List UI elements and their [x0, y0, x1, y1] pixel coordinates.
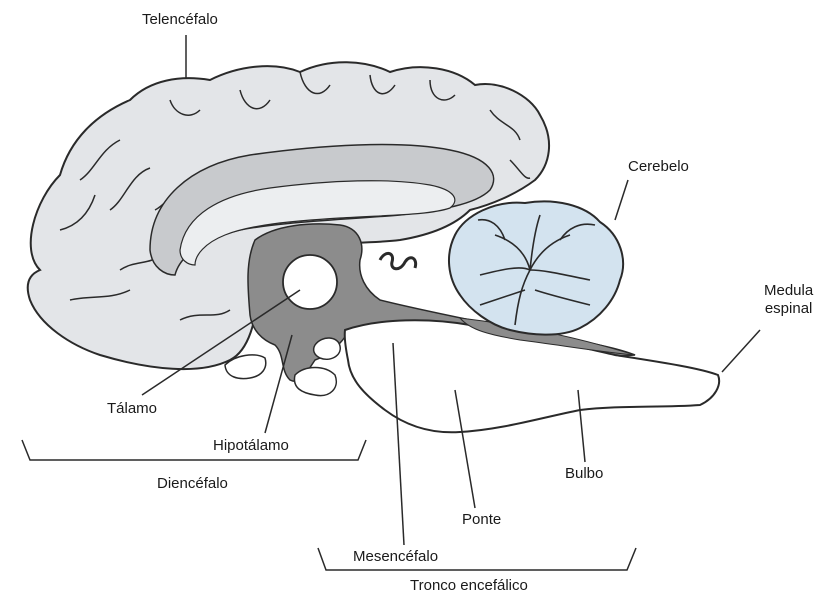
pituitary — [294, 368, 336, 396]
label-ponte: Ponte — [462, 511, 501, 529]
label-diencefalo: Diencéfalo — [157, 475, 228, 493]
label-bulbo: Bulbo — [565, 465, 603, 483]
label-medula-line2: espinal — [764, 300, 813, 318]
label-medula-line1: Medula — [764, 282, 813, 300]
cerebellum-shape — [449, 201, 623, 334]
label-tronco-encefalico: Tronco encefálico — [410, 577, 528, 593]
mammillary — [314, 338, 341, 359]
pineal-squiggle — [380, 253, 416, 268]
label-telencefalo: Telencéfalo — [142, 11, 218, 29]
label-hipotalamo: Hipotálamo — [213, 437, 289, 455]
label-mesencefalo: Mesencéfalo — [353, 548, 438, 566]
label-medula-espinal: Medula espinal — [764, 282, 813, 318]
diencefalo-bracket — [22, 440, 366, 460]
label-talamo: Tálamo — [107, 400, 157, 418]
thalamus-circle — [283, 255, 337, 309]
label-cerebelo: Cerebelo — [628, 158, 689, 176]
